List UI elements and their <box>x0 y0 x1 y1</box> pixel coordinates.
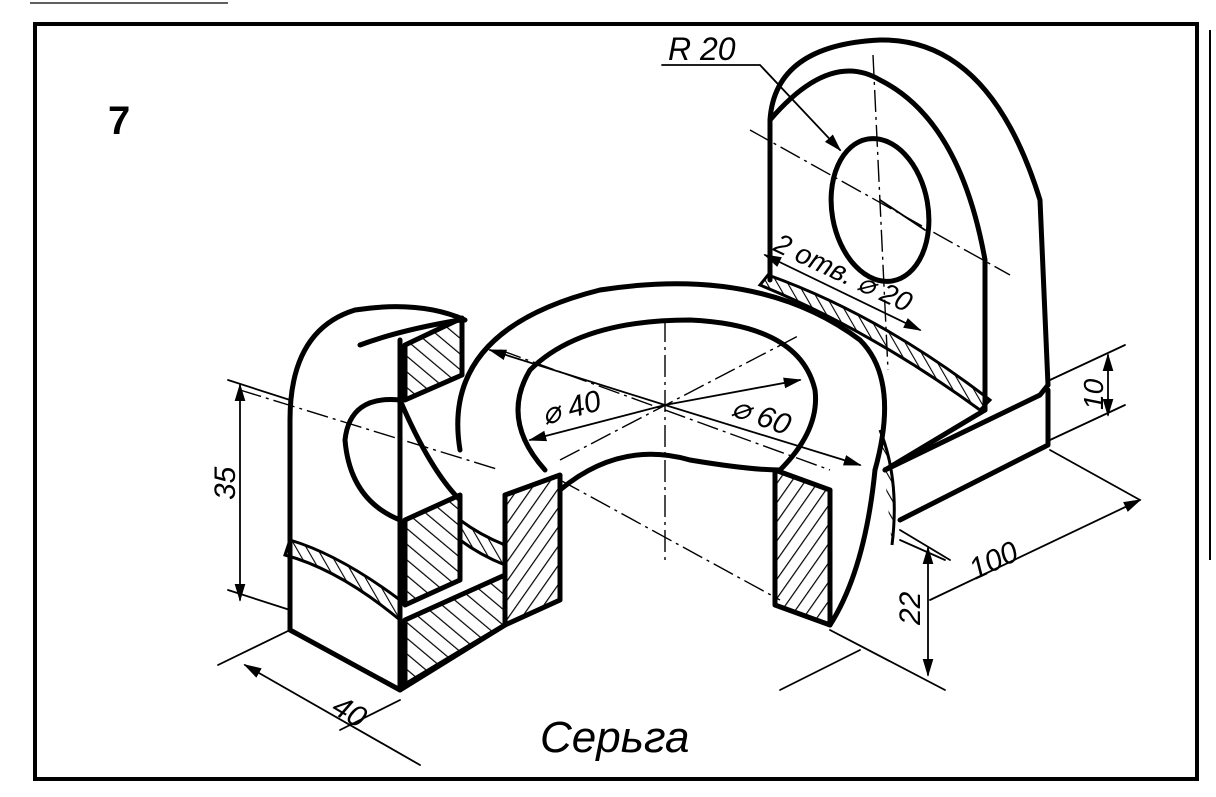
half-ring <box>455 281 888 628</box>
dim-35: 35 <box>209 466 242 500</box>
sheet-frame <box>30 2 1211 781</box>
left-lug-section-side <box>402 492 463 608</box>
figure-number: 7 <box>108 99 130 143</box>
dim-10: 10 <box>1078 378 1109 410</box>
left-lug <box>239 304 508 693</box>
ring-section-left <box>502 472 563 628</box>
right-base-plate <box>878 382 1051 546</box>
left-lug-section-top <box>402 315 465 403</box>
part-title: Серьга <box>540 713 690 762</box>
dim-22: 22 <box>894 591 927 626</box>
dim-40: 40 <box>327 689 373 734</box>
dim-d40: ⌀ 40 <box>538 384 605 431</box>
dimension-lines <box>217 64 1142 766</box>
ring-section-right <box>772 467 833 628</box>
diameter-leaders <box>488 349 862 466</box>
left-base-section <box>402 572 508 688</box>
dim-r20: R 20 <box>668 31 736 67</box>
